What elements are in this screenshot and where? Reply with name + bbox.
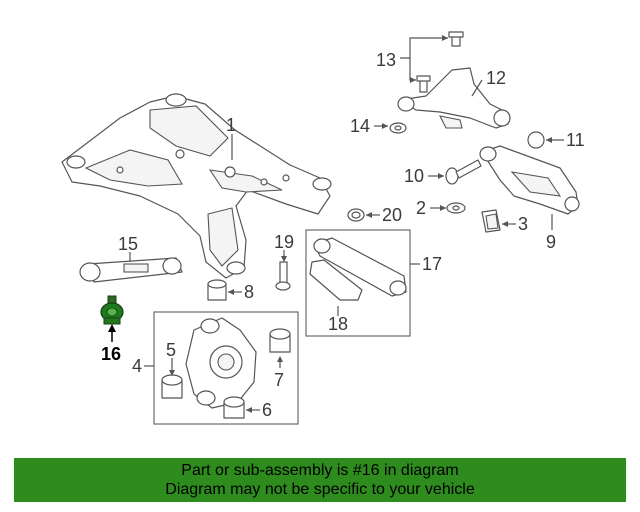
part-19-bolt[interactable]: [275, 261, 291, 291]
part-6-bushing[interactable]: [223, 396, 245, 419]
callout-16: 16: [101, 344, 121, 364]
callout-1: 1: [226, 115, 236, 135]
banner-line-2: Diagram may not be specific to your vehi…: [165, 481, 475, 498]
callout-8: 8: [244, 282, 254, 302]
callout-18: 18: [328, 314, 348, 334]
parts-diagram: 1 20 13 12 14 11 1: [61, 31, 585, 425]
callout-15: 15: [118, 234, 138, 254]
callout-6: 6: [262, 400, 272, 420]
callout-19: 19: [274, 232, 294, 252]
knuckle[interactable]: [185, 317, 257, 409]
callout-13: 13: [376, 50, 396, 70]
part-13-bolts[interactable]: [416, 31, 464, 93]
part-9-lower-arm[interactable]: [479, 145, 580, 215]
group-box-4: [153, 311, 299, 425]
group-box-17: [305, 229, 411, 337]
callout-3: 3: [518, 214, 528, 234]
callout-12: 12: [486, 68, 506, 88]
callout-17: 17: [422, 254, 442, 274]
part-17-link[interactable]: [313, 237, 407, 297]
part-14-washer[interactable]: [389, 122, 407, 134]
part-12-upper-arm[interactable]: [397, 67, 511, 129]
callout-4: 4: [132, 356, 142, 376]
part-20-bushing[interactable]: [347, 208, 365, 222]
part-2-washer[interactable]: [446, 202, 466, 214]
callout-2: 2: [416, 198, 426, 218]
part-1-subframe[interactable]: [61, 93, 332, 279]
part-11-washer[interactable]: [527, 131, 545, 149]
banner-line-1: Part or sub-assembly is #16 in diagram: [181, 462, 459, 479]
part-8-bushing[interactable]: [207, 279, 227, 301]
callout-14: 14: [350, 116, 370, 136]
callout-11: 11: [566, 130, 585, 150]
part-15-link[interactable]: [79, 257, 183, 283]
part-18-link[interactable]: [309, 259, 363, 301]
callout-9: 9: [546, 232, 556, 252]
callout-20: 20: [382, 205, 402, 225]
callout-7: 7: [274, 370, 284, 390]
part-10-bolt[interactable]: [445, 159, 482, 185]
part-5-bushing[interactable]: [161, 374, 183, 399]
part-3-bracket[interactable]: [481, 209, 501, 233]
callout-10: 10: [404, 166, 424, 186]
part-7-bushing[interactable]: [269, 328, 291, 353]
callout-5: 5: [166, 340, 176, 360]
part-16-adjusting-bolt[interactable]: [100, 295, 124, 325]
info-banner: Part or sub-assembly is #16 in diagram D…: [14, 458, 626, 502]
